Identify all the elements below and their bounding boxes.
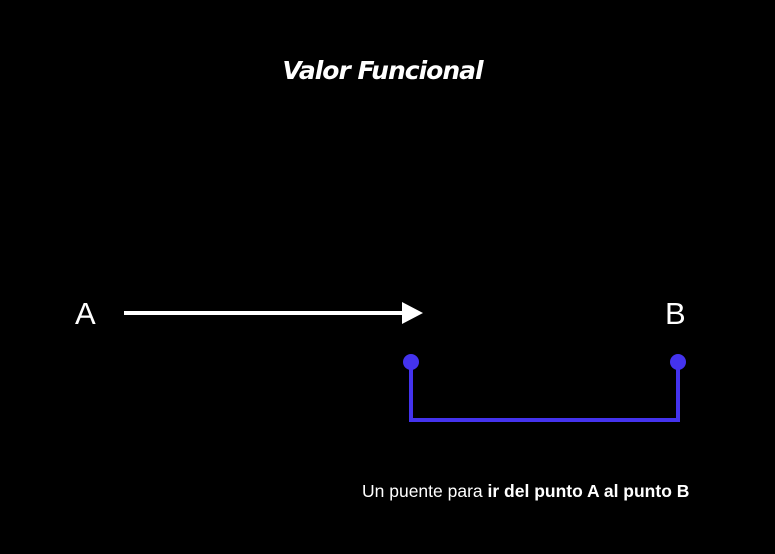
arrow-head: [402, 302, 423, 324]
bridge-connector: [403, 354, 686, 422]
diagram-title: Valor Funcional: [282, 56, 483, 85]
point-b-label: B: [665, 296, 686, 331]
bridge-line: [409, 362, 680, 422]
bridge-end-dot: [670, 354, 686, 370]
caption-prefix: Un puente para: [362, 481, 488, 501]
arrow: [124, 302, 423, 324]
caption: Un puente para ir del punto A al punto B: [362, 481, 689, 502]
caption-emphasis: ir del punto A al punto B: [487, 481, 690, 501]
bridge-start-dot: [403, 354, 419, 370]
point-a-label: A: [75, 296, 96, 331]
